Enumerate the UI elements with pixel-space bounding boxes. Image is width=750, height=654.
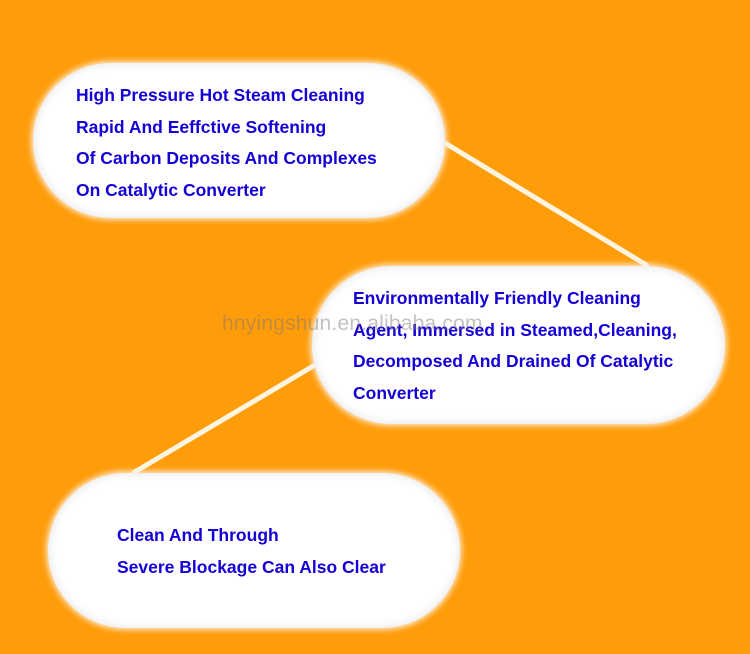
watermark: hnyingshun.en.alibaba.com: [222, 312, 483, 335]
step-1-line-4: On Catalytic Converter: [76, 179, 266, 200]
step-2-line-4: Converter: [353, 382, 436, 403]
step-1-line-3: Of Carbon Deposits And Complexes: [76, 148, 377, 168]
step-bubble-3: Clean And Through Severe Blockage Can Al…: [48, 473, 460, 628]
step-3-line-1: Clean And Through: [117, 525, 279, 545]
step-text-2: Environmentally Friendly Cleaning Agent,…: [353, 283, 677, 409]
step-bubble-1: High Pressure Hot Steam Cleaning Rapid A…: [33, 63, 445, 218]
step-2-line-2: Agent, Immersed in Steamed,Cleaning,: [353, 319, 677, 340]
step-text-3: Clean And Through Severe Blockage Can Al…: [117, 520, 386, 583]
step-1-line-1: High Pressure Hot Steam Cleaning: [76, 85, 365, 105]
connector-line-2-3: [131, 359, 322, 476]
step-2-line-3: Decomposed And Drained Of Catalytic: [353, 351, 674, 371]
step-3-line-2: Severe Blockage Can Also Clear: [117, 556, 386, 577]
step-1-line-2: Rapid And Eeffctive Softening: [76, 116, 327, 137]
step-2-line-1: Environmentally Friendly Cleaning: [353, 288, 641, 308]
step-text-1: High Pressure Hot Steam Cleaning Rapid A…: [76, 80, 377, 206]
connector-line-1-2: [443, 140, 650, 269]
step-bubble-2: Environmentally Friendly Cleaning Agent,…: [312, 266, 725, 424]
